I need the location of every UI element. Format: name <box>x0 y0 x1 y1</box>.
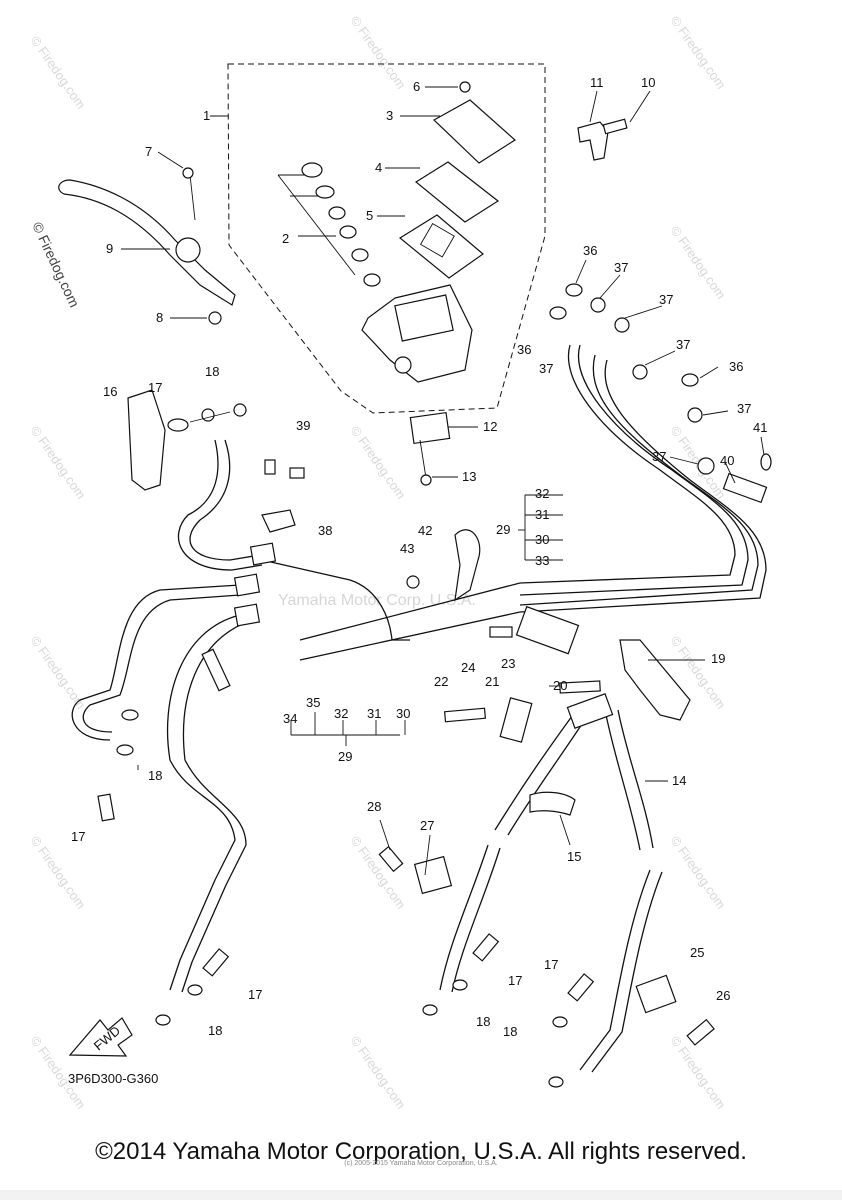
callout-5: 5 <box>366 208 373 223</box>
callout-11: 11 <box>590 75 604 90</box>
callout-32: 32 <box>535 486 549 501</box>
callout-8: 8 <box>156 310 163 325</box>
callout-18: 18 <box>476 1014 490 1029</box>
callout-34: 34 <box>283 711 297 726</box>
callout-12: 12 <box>483 419 497 434</box>
callout-18: 18 <box>503 1024 517 1039</box>
watermark: © Firedog.com <box>668 223 729 302</box>
callout-7: 7 <box>145 144 152 159</box>
callout-18: 18 <box>148 768 162 783</box>
right-lower-hoses <box>439 693 663 1073</box>
watermark: © Firedog.com <box>668 833 729 912</box>
callout-41: 41 <box>753 420 767 435</box>
bottom-band <box>0 1190 842 1200</box>
callout-13: 13 <box>462 469 476 484</box>
callout-9: 9 <box>106 241 113 256</box>
callout-25: 25 <box>690 945 704 960</box>
banjo-fitting <box>127 389 247 491</box>
callout-24: 24 <box>461 660 475 675</box>
callout-14: 14 <box>672 773 686 788</box>
watermark-grid: © Firedog.com © Firedog.com © Firedog.co… <box>28 13 729 1112</box>
callout-15: 15 <box>567 849 581 864</box>
watermark: © Firedog.com <box>348 13 409 92</box>
callout-42: 42 <box>418 523 432 538</box>
diagram-code: 3P6D300-G360 <box>68 1071 158 1086</box>
piston-kit <box>277 162 381 287</box>
callout-37: 37 <box>652 449 666 464</box>
callout-28: 28 <box>367 799 381 814</box>
brake-lever <box>58 167 236 325</box>
callout-17: 17 <box>544 957 558 972</box>
callout-19: 19 <box>711 651 725 666</box>
reservoir-cap <box>398 81 516 279</box>
left-hoses <box>71 439 410 993</box>
callout-33: 33 <box>535 553 549 568</box>
callout-38: 38 <box>318 523 332 538</box>
callout-21: 21 <box>485 674 499 689</box>
watermark: © Firedog.com <box>28 33 89 112</box>
callout-17: 17 <box>148 380 162 395</box>
callout-22: 22 <box>434 674 448 689</box>
hose-bundle <box>299 344 767 661</box>
callout-32: 32 <box>334 706 348 721</box>
callout-17: 17 <box>71 829 85 844</box>
callout-16: 16 <box>103 384 117 399</box>
watermark: © Firedog.com <box>348 1033 409 1112</box>
callout-10: 10 <box>641 75 655 90</box>
callout-18: 18 <box>208 1023 222 1038</box>
master-cylinder-body <box>361 284 473 383</box>
watermark: © Firedog.com <box>668 1033 729 1112</box>
callout-40: 40 <box>720 453 734 468</box>
side-watermark: © Firedog.com <box>29 220 82 310</box>
callout-27: 27 <box>420 818 434 833</box>
callout-37: 37 <box>614 260 628 275</box>
callout-17: 17 <box>248 987 262 1002</box>
callout-29: 29 <box>496 522 510 537</box>
callout-31: 31 <box>535 507 549 522</box>
bolts <box>97 459 715 1088</box>
callout-37: 37 <box>659 292 673 307</box>
callout-20: 20 <box>553 678 567 693</box>
master-cylinder-group-outline <box>227 63 546 414</box>
copyright-notice: ©2014 Yamaha Motor Corporation, U.S.A. A… <box>95 1138 747 1165</box>
watermark: © Firedog.com <box>348 833 409 912</box>
callout-30: 30 <box>535 532 549 547</box>
callout-39: 39 <box>296 418 310 433</box>
callout-37: 37 <box>737 401 751 416</box>
watermark: © Firedog.com <box>28 423 89 502</box>
callouts: 1 2 3 4 5 6 7 8 9 10 11 12 13 14 15 16 1… <box>71 75 767 1039</box>
callout-2: 2 <box>282 231 289 246</box>
callout-23: 23 <box>501 656 515 671</box>
callout-36: 36 <box>729 359 743 374</box>
callout-43: 43 <box>400 541 414 556</box>
fwd-arrow-icon: FWD <box>68 1017 133 1057</box>
brackets <box>261 509 691 1014</box>
brake-switch <box>409 411 451 486</box>
callout-36: 36 <box>583 243 597 258</box>
callout-37: 37 <box>676 337 690 352</box>
watermark: © Firedog.com <box>668 13 729 92</box>
watermark: © Firedog.com <box>348 423 409 502</box>
callout-18: 18 <box>205 364 219 379</box>
callout-1: 1 <box>203 108 210 123</box>
callout-17: 17 <box>508 973 522 988</box>
callout-4: 4 <box>375 160 382 175</box>
callout-37: 37 <box>539 361 553 376</box>
callout-3: 3 <box>386 108 393 123</box>
fine-print: (c) 2005-2015 Yamaha Motor Corporation, … <box>344 1160 498 1167</box>
watermark: © Firedog.com <box>28 833 89 912</box>
callout-30: 30 <box>396 706 410 721</box>
callout-26: 26 <box>716 988 730 1003</box>
callout-35: 35 <box>306 695 320 710</box>
leader-lines <box>121 86 765 876</box>
callout-6: 6 <box>413 79 420 94</box>
holder-bracket <box>577 118 628 161</box>
callout-29: 29 <box>338 749 352 764</box>
callout-36: 36 <box>517 342 531 357</box>
callout-31: 31 <box>367 706 381 721</box>
